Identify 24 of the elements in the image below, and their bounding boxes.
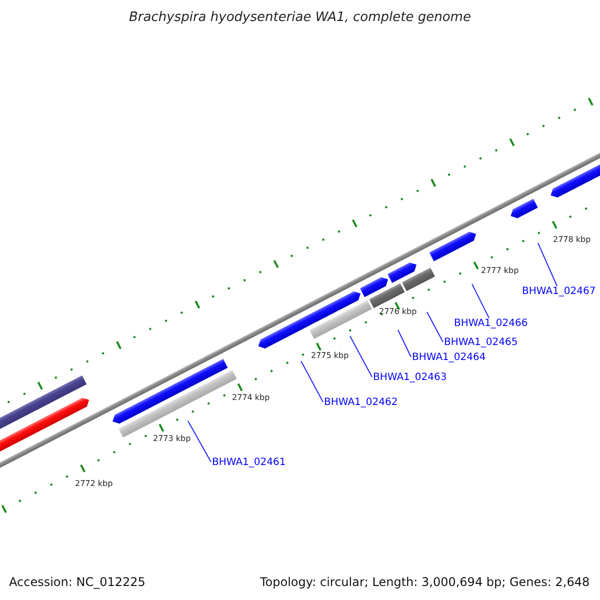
scale-label: 2776 kbp (379, 307, 417, 317)
genome-summary: Topology: circular; Length: 3,000,694 bp; Genes: 2,648 (260, 575, 590, 589)
leader-line (300, 360, 324, 402)
gene-label: BHWA1_02463 (373, 372, 447, 384)
gene-label: BHWA1_02465 (444, 337, 518, 349)
gene-label: BHWA1_02464 (412, 352, 486, 364)
scale-label: 2778 kbp (553, 235, 591, 245)
scale-label: 2775 kbp (311, 351, 349, 361)
leader-line (426, 312, 444, 342)
scale-label: 2772 kbp (75, 479, 113, 489)
leader-line (472, 284, 490, 318)
accession-text: Accession: NC_012225 (9, 575, 146, 589)
title: Brachyspira hyodysenteriae WA1, complete genome (128, 10, 472, 25)
scale-label: 2774 kbp (232, 393, 270, 403)
leader-line (350, 336, 372, 378)
scale-label: 2773 kbp (153, 434, 191, 444)
gene-label: BHWA1_02466 (454, 318, 528, 330)
gene-label: BHWA1_02467 (522, 286, 596, 298)
leader-line (188, 420, 212, 462)
leader-line (398, 330, 412, 358)
gene-label: BHWA1_02462 (324, 397, 398, 409)
gene-label: BHWA1_02461 (212, 457, 286, 469)
scale-label: 2777 kbp (481, 266, 519, 276)
leader-line (538, 242, 558, 286)
